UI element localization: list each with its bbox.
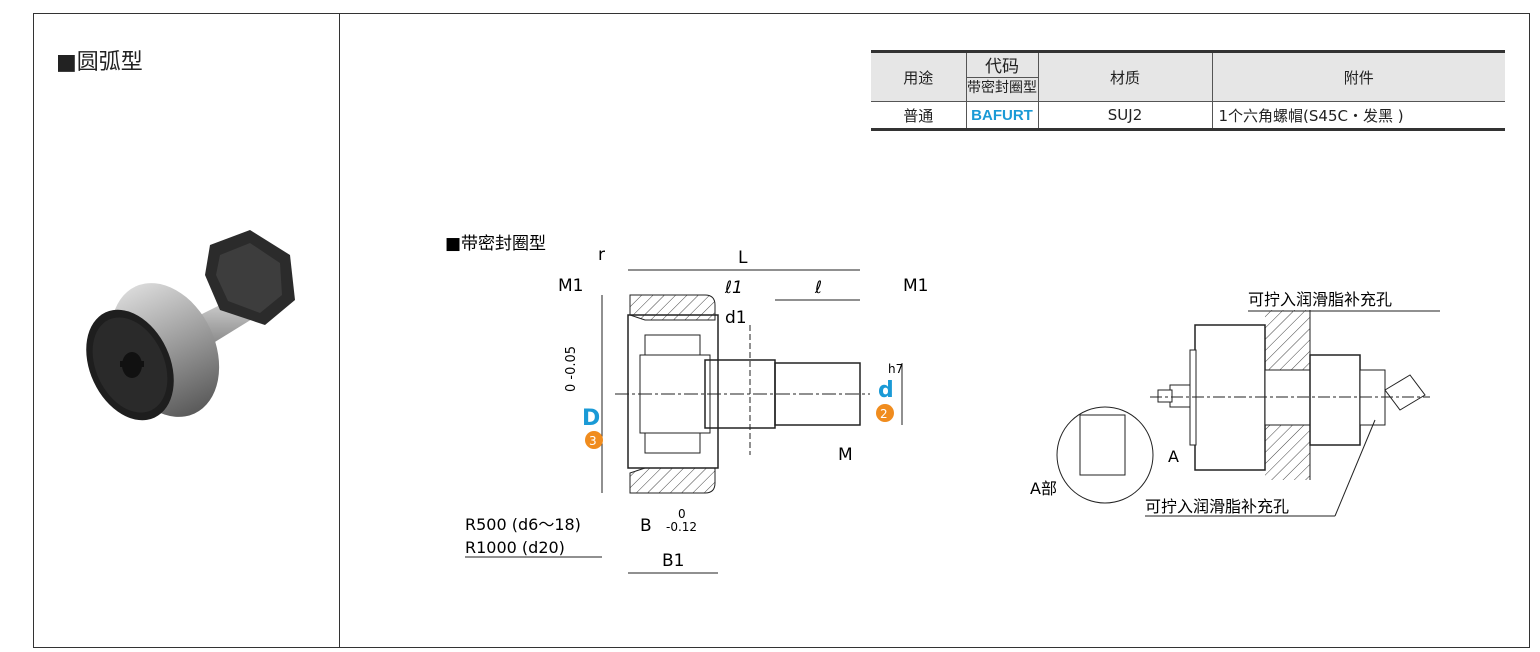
dim-h7: h7 bbox=[888, 362, 903, 376]
dim-B1: B1 bbox=[662, 551, 684, 571]
dim-d1: d1 bbox=[725, 308, 747, 328]
drawing-title: ■带密封圈型 bbox=[445, 234, 546, 254]
outer-frame bbox=[33, 13, 1530, 648]
badge-d-num: 2 bbox=[880, 407, 888, 421]
dim-M: M bbox=[838, 445, 853, 465]
cell-code[interactable]: BAFURT bbox=[965, 101, 1039, 131]
dim-l: ℓ bbox=[814, 278, 822, 298]
detail-A: A bbox=[1168, 447, 1179, 466]
product-photo bbox=[86, 230, 295, 421]
header-code-sub: 带密封圈型 bbox=[967, 79, 1037, 96]
dim-d: d bbox=[878, 378, 894, 403]
panel-divider bbox=[339, 13, 340, 648]
detail-A-part: A部 bbox=[1030, 479, 1057, 498]
dim-l1: ℓ1 bbox=[724, 278, 743, 298]
dim-B-tol-top: 0 bbox=[678, 507, 686, 521]
badge-D-num: 3 bbox=[589, 434, 597, 448]
table-row: 普通 BAFURT SUJ2 1个六角螺帽(S45C・发黑 ) bbox=[871, 101, 1505, 131]
dim-L: L bbox=[738, 248, 748, 268]
header-code: 代码 带密封圈型 bbox=[965, 50, 1039, 102]
section-title: ■圆弧型 bbox=[56, 50, 143, 75]
dim-B: B bbox=[640, 516, 652, 536]
detail-label-top: 可拧入润滑脂补充孔 bbox=[1248, 290, 1392, 309]
header-accessory: 附件 bbox=[1211, 50, 1505, 102]
badge-D bbox=[585, 431, 603, 449]
dim-B-tol-bot: -0.12 bbox=[666, 520, 697, 534]
detail-drawing: 可拧入润滑脂补充孔 A A部 可拧入润滑脂补充孔 bbox=[1030, 290, 1440, 517]
header-material: 材质 bbox=[1037, 50, 1213, 102]
cell-accessory: 1个六角螺帽(S45C・发黑 ) bbox=[1211, 101, 1505, 131]
dim-D-tol: 0 -0.05 bbox=[564, 346, 579, 392]
detail-label-bottom: 可拧入润滑脂补充孔 bbox=[1145, 497, 1289, 516]
dim-M1-right: M1 bbox=[903, 276, 928, 296]
dim-r: r bbox=[598, 245, 605, 265]
cell-material: SUJ2 bbox=[1037, 101, 1213, 131]
cell-usage: 普通 bbox=[871, 101, 967, 131]
spec-table: 用途 代码 带密封圈型 材质 附件 普通 BAFURT SUJ2 1个六角螺帽(… bbox=[871, 50, 1505, 131]
technical-drawing: ■带密封圈型 L r M1 M1 ℓ1 ℓ d1 0 -0.05 3 D 2 d… bbox=[445, 234, 928, 574]
dim-D: D bbox=[582, 406, 600, 431]
dim-R500: R500 (d6～18) bbox=[465, 515, 581, 534]
header-code-label: 代码 bbox=[966, 57, 1038, 78]
dim-M1-left: M1 bbox=[558, 276, 583, 296]
header-usage: 用途 bbox=[871, 50, 967, 102]
dim-R1000: R1000 (d20) bbox=[465, 538, 565, 557]
badge-d bbox=[876, 404, 894, 422]
table-header-row: 用途 代码 带密封圈型 材质 附件 bbox=[871, 50, 1505, 102]
